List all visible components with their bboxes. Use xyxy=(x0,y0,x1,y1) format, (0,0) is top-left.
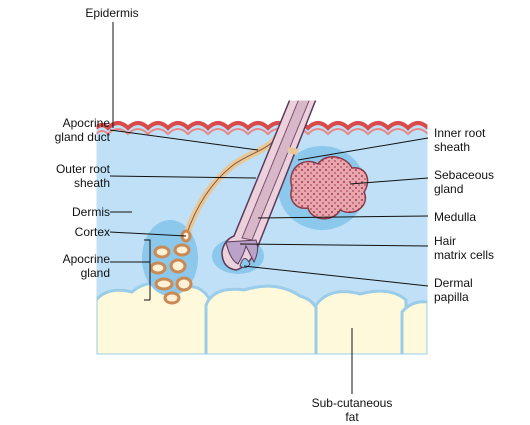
label-subcutaneous-fat: Sub-cutaneous fat xyxy=(292,396,412,424)
label-epidermis: Epidermis xyxy=(72,6,152,20)
label-sebaceous-gland: Sebaceous gland xyxy=(434,168,528,196)
label-dermal-papilla: Dermal papilla xyxy=(434,276,528,304)
skin-cross-section xyxy=(96,70,428,355)
inner-root-sheath-stripe xyxy=(288,150,298,152)
subcutaneous-fat xyxy=(96,283,428,355)
label-apocrine-gland: Apocrine gland xyxy=(4,252,110,280)
label-outer-root-sheath: Outer root sheath xyxy=(4,162,110,190)
label-medulla: Medulla xyxy=(434,210,528,224)
label-cortex: Cortex xyxy=(4,225,110,239)
label-inner-root-sheath: Inner root sheath xyxy=(434,126,528,154)
label-hair-matrix-cells: Hair matrix cells xyxy=(434,234,528,262)
label-dermis: Dermis xyxy=(4,205,110,219)
label-apocrine-gland-duct: Apocrine gland duct xyxy=(4,116,110,144)
